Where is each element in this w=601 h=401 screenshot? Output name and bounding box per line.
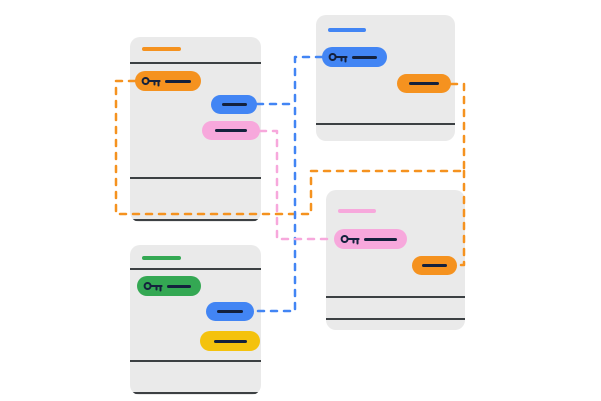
table-row-divider [316, 123, 455, 125]
table-title-bar [142, 47, 181, 51]
field-pill[interactable] [412, 256, 457, 275]
field-text-placeholder [213, 339, 247, 343]
primary-key-field-pill[interactable] [137, 276, 201, 296]
relationship-connector-pink[interactable] [258, 129, 336, 241]
table-title-bar [142, 256, 181, 260]
key-icon [328, 53, 348, 63]
field-text-placeholder [165, 79, 191, 83]
table-row-divider [130, 392, 261, 394]
field-pill[interactable] [206, 302, 254, 321]
table-card-orange-table[interactable] [130, 37, 261, 222]
field-text-placeholder [409, 82, 439, 85]
table-title-bar [338, 209, 376, 213]
table-row-divider [130, 268, 261, 270]
field-text-placeholder [364, 237, 397, 241]
table-row-divider [130, 219, 261, 221]
key-icon [141, 77, 161, 87]
field-text-placeholder [217, 310, 243, 313]
table-card-green-table[interactable] [130, 245, 261, 395]
table-card-pink-table[interactable] [326, 190, 465, 330]
field-pill[interactable] [211, 95, 257, 114]
key-icon [143, 282, 163, 292]
table-row-divider [326, 296, 465, 298]
field-text-placeholder [221, 103, 247, 106]
table-row-divider [130, 360, 261, 362]
field-text-placeholder [215, 129, 247, 132]
table-row-divider [326, 318, 465, 320]
primary-key-field-pill[interactable] [334, 229, 407, 249]
key-icon [340, 235, 360, 245]
primary-key-field-pill[interactable] [135, 71, 201, 91]
table-row-divider [130, 62, 261, 64]
field-text-placeholder [352, 55, 377, 59]
relationship-connector-blue[interactable] [252, 55, 324, 313]
field-text-placeholder [167, 284, 191, 288]
field-text-placeholder [422, 264, 447, 267]
table-card-blue-table[interactable] [316, 15, 455, 141]
field-pill[interactable] [202, 121, 260, 140]
primary-key-field-pill[interactable] [322, 47, 387, 67]
table-row-divider [130, 177, 261, 179]
field-pill[interactable] [200, 331, 260, 351]
field-pill[interactable] [397, 74, 451, 93]
table-title-bar [328, 28, 366, 32]
